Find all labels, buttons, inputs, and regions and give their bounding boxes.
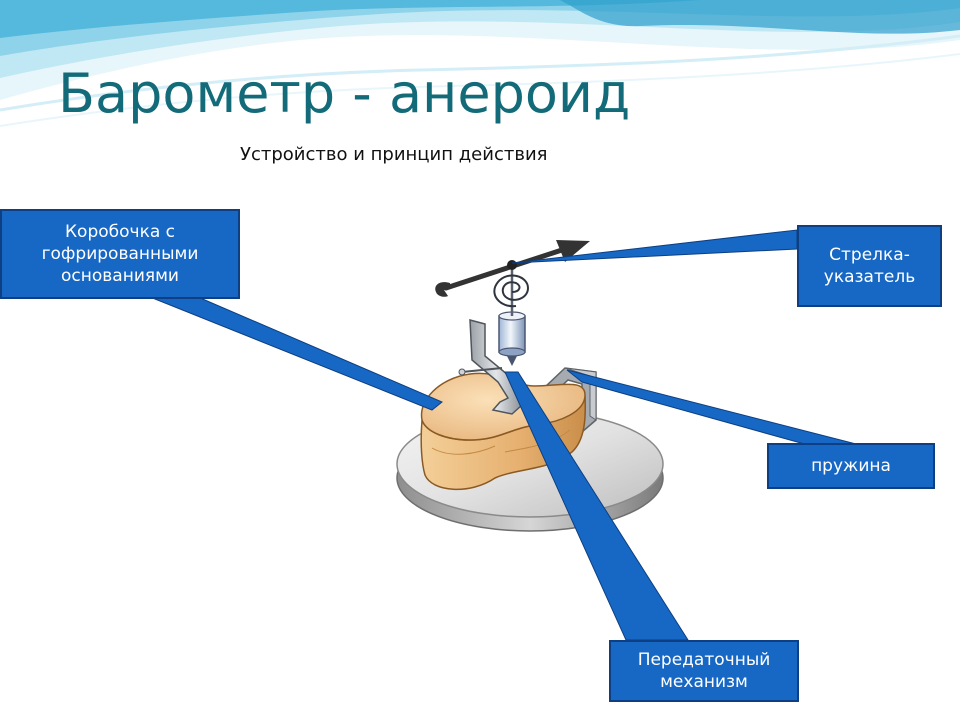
hair-spring xyxy=(493,274,530,308)
leader-box xyxy=(149,296,443,411)
callout-mechanism: Передаточный механизм xyxy=(609,640,799,702)
pointer-drum xyxy=(498,262,526,366)
callout-spring: пружина xyxy=(767,443,935,489)
callout-mechanism-label: Передаточный механизм xyxy=(637,649,771,692)
pointer-arrow xyxy=(435,240,590,297)
leader-pointer xyxy=(511,229,798,264)
callout-pointer: Стрелка-указатель xyxy=(797,225,942,307)
callout-box-label: Коробочка с гофрированными основаниями xyxy=(41,221,199,287)
callout-spring-label: пружина xyxy=(811,455,891,476)
header-wave-decoration xyxy=(0,0,960,127)
transmission-lever xyxy=(458,319,523,415)
callout-corrugated-box: Коробочка с гофрированными основаниями xyxy=(0,209,240,299)
slide-subtitle: Устройство и принцип действия xyxy=(240,144,548,165)
slide-title: Барометр - анероид xyxy=(58,62,631,125)
callout-pointer-label: Стрелка-указатель xyxy=(823,244,916,287)
callout-leaders xyxy=(149,229,861,641)
